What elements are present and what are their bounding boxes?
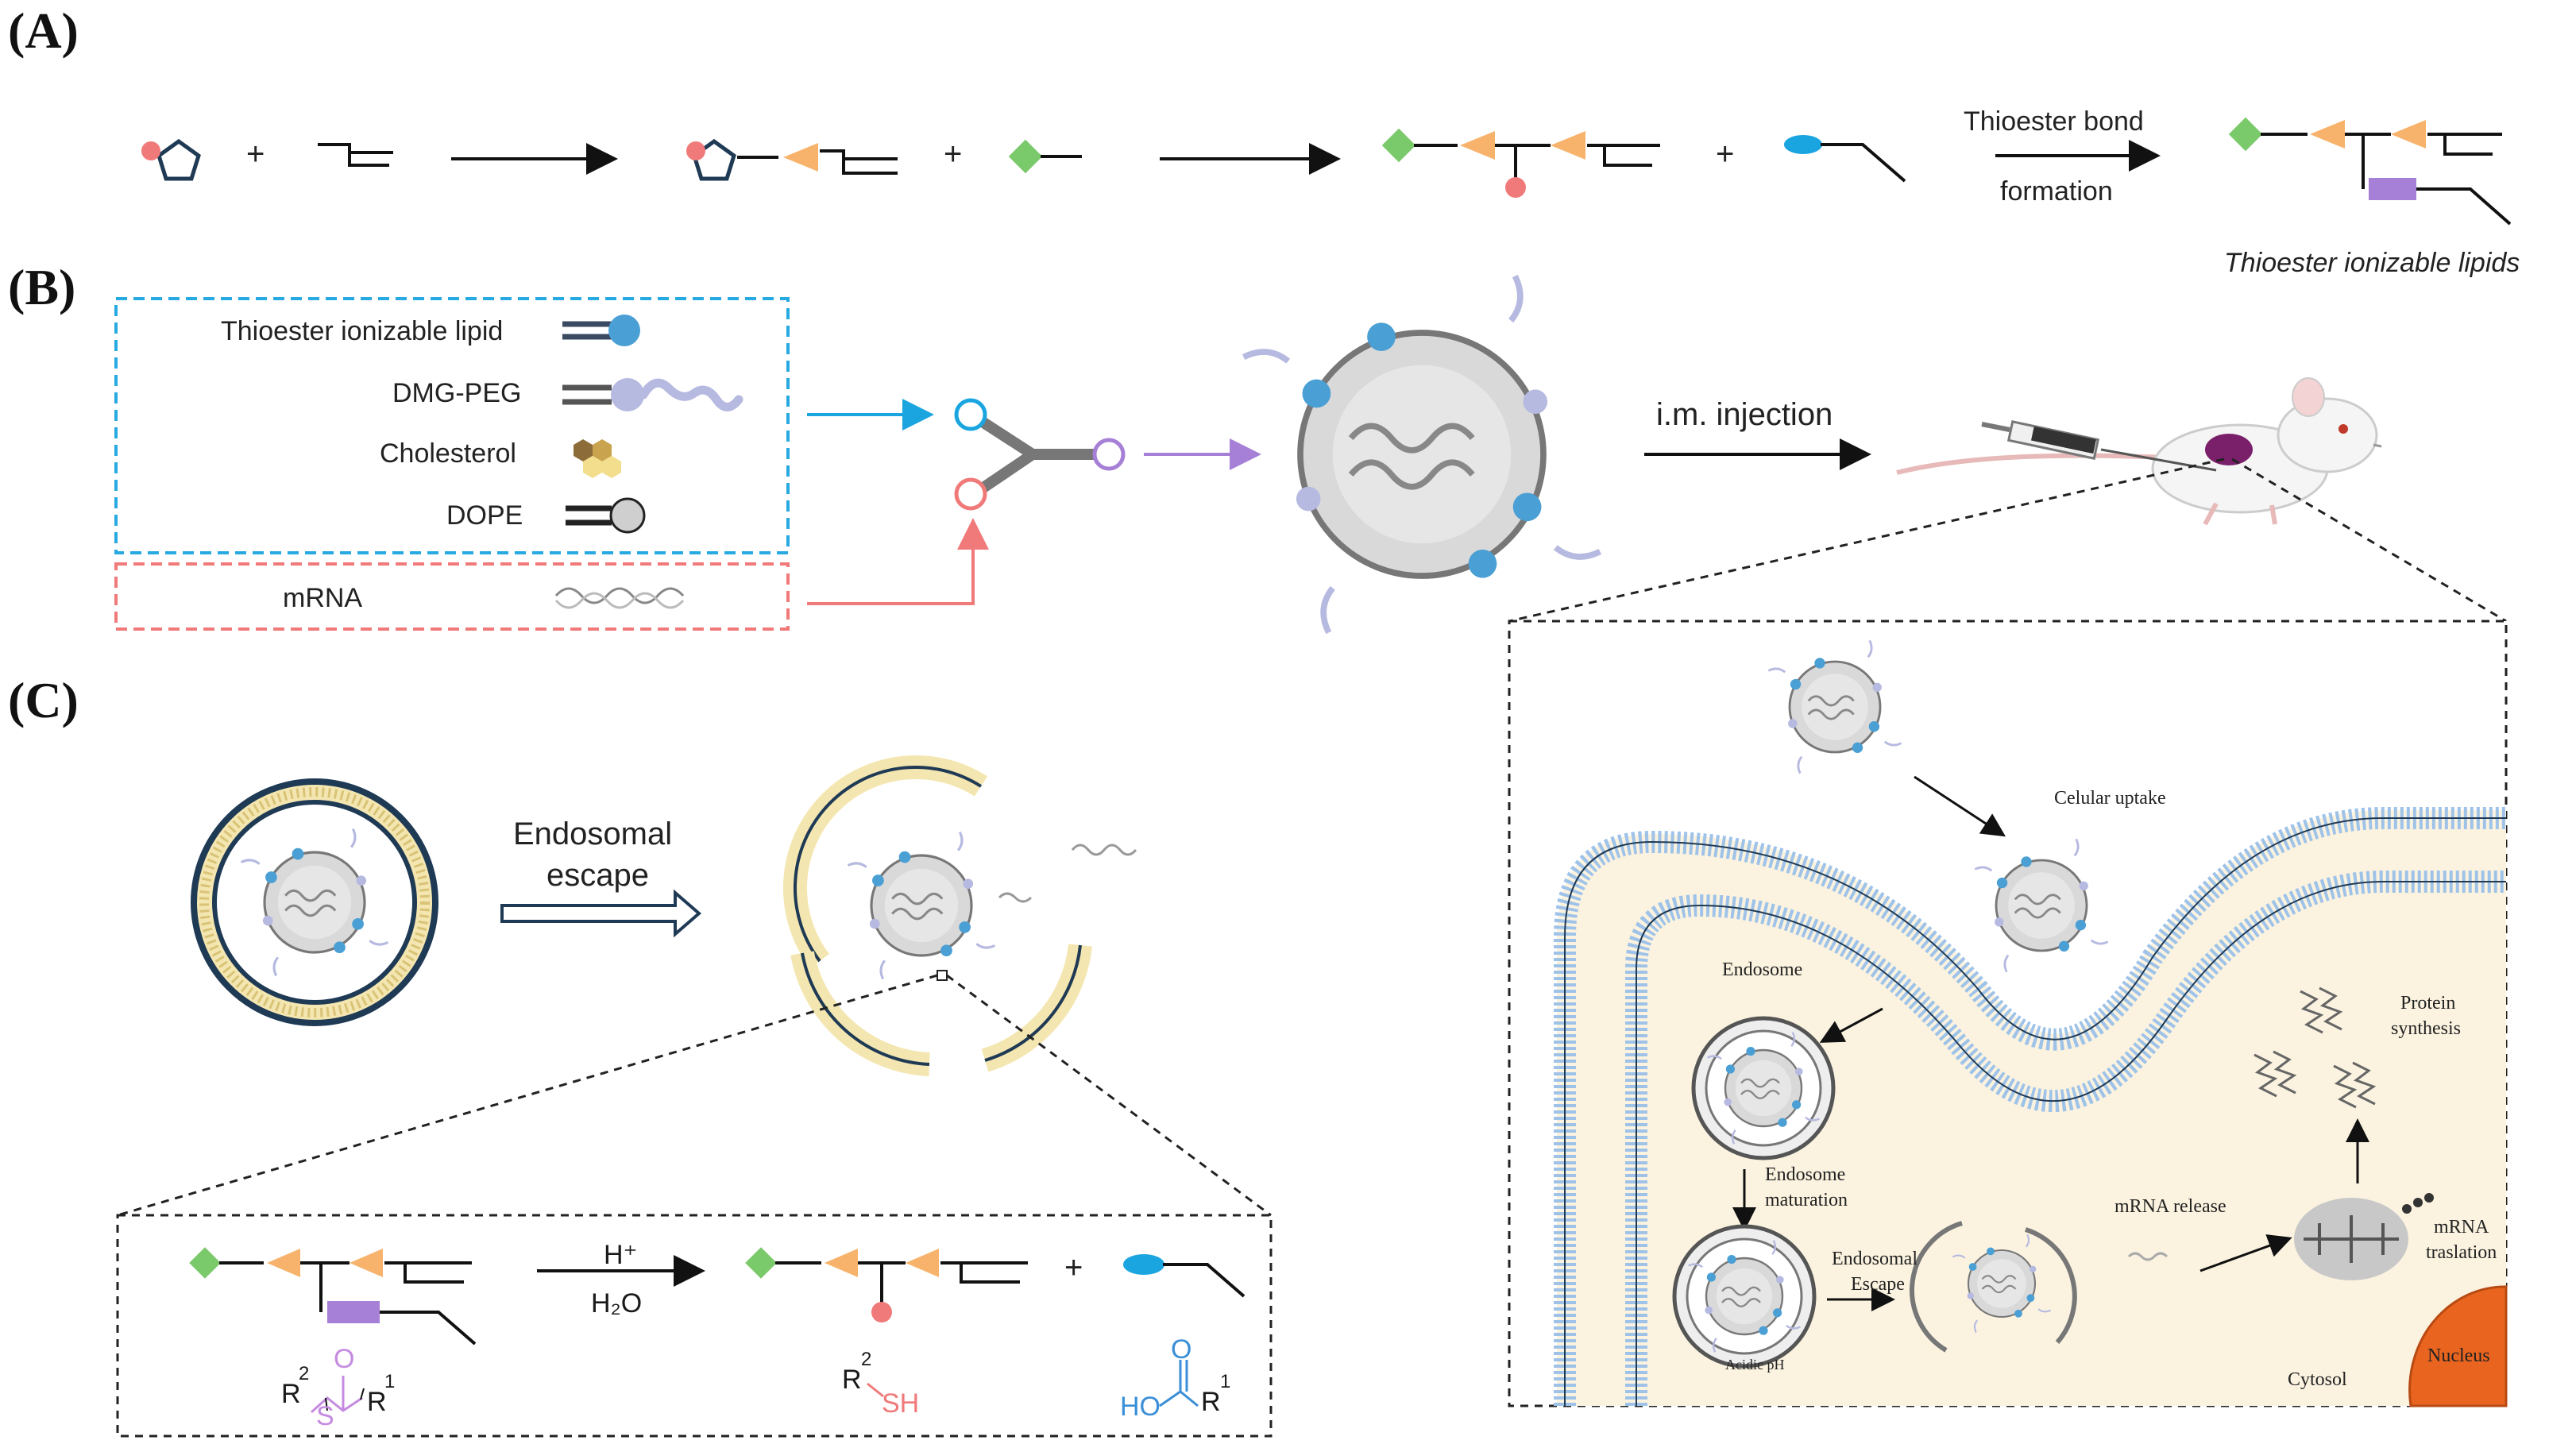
dope-lipid-icon <box>566 497 646 534</box>
plus-sign: + <box>246 137 265 172</box>
cell-uptake-panel <box>1508 620 2508 1407</box>
plus-sign: + <box>944 137 963 172</box>
panel-c-endosomal-escape <box>116 755 1273 1438</box>
nucleus-label: Nucleus <box>2427 1346 2490 1366</box>
mrna-label: mRNA <box>283 583 363 613</box>
cholesterol-icon <box>574 439 621 478</box>
product-caption: Thioester ionizable lipids <box>2224 248 2520 278</box>
component-label-cholesterol: Cholesterol <box>380 438 516 469</box>
thioester-oxygen: O <box>334 1344 355 1374</box>
plus-sign: + <box>1064 1250 1083 1285</box>
panel-b-formulation <box>114 276 2507 633</box>
panel-a-scheme <box>141 117 2512 226</box>
lnp-icon <box>1244 276 1601 633</box>
protein-label-1: Protein <box>2400 993 2456 1014</box>
uptake-label: Celular uptake <box>2054 788 2166 809</box>
component-label-peg: DMG-PEG <box>392 378 522 408</box>
escape-label-line2: escape <box>546 858 649 893</box>
reagent-h-plus: H⁺ <box>604 1240 638 1270</box>
panel-label-b: (B) <box>8 259 76 315</box>
thiol-r: R <box>842 1365 862 1395</box>
thioester-r1-sup: 1 <box>384 1371 396 1392</box>
acid-sup: 1 <box>1220 1371 1231 1392</box>
mouse-icon <box>1896 377 2382 526</box>
thioester-r1: R <box>367 1387 387 1417</box>
microfluidic-mixer-icon <box>954 398 1126 511</box>
acid-oxygen: O <box>1171 1334 1192 1365</box>
release-label: mRNA release <box>2114 1196 2226 1217</box>
peg-lipid-icon <box>562 378 743 411</box>
protein-label-2: synthesis <box>2391 1018 2462 1039</box>
escape-label-1: Endosomal <box>1832 1249 1918 1269</box>
component-label-ionizable: Thioester ionizable lipid <box>221 316 504 346</box>
escape-label-line1: Endosomal <box>513 817 673 851</box>
panel-label-c: (C) <box>8 672 79 728</box>
mrna-icon <box>554 587 685 609</box>
injection-label: i.m. injection <box>1656 397 1833 432</box>
cytosol-label: Cytosol <box>2288 1369 2347 1390</box>
acid-ho: HO <box>1120 1392 1161 1422</box>
maturation-label-1: Endosome <box>1765 1164 1846 1185</box>
component-label-dope: DOPE <box>446 500 523 531</box>
reagent-water: H₂O <box>591 1288 643 1319</box>
ionizable-lipid-icon <box>562 315 640 346</box>
translation-label-1: mRNA <box>2434 1217 2489 1237</box>
thioester-r2: R <box>281 1379 301 1409</box>
endosome-label: Endosome <box>1722 959 1803 980</box>
acidic-ph-label: Acidic pH <box>1725 1357 1785 1373</box>
reaction-label-bond: Thioester bond <box>1964 106 2144 137</box>
thiol-sup: 2 <box>861 1349 872 1370</box>
thioester-sulfur: S <box>316 1401 334 1431</box>
panel-label-a: (A) <box>8 2 79 59</box>
maturation-label-2: maturation <box>1765 1190 1848 1210</box>
thiol-sh: SH <box>882 1388 920 1419</box>
thioester-r2-sup: 2 <box>299 1363 310 1384</box>
plus-sign: + <box>1716 137 1735 172</box>
translation-label-2: traslation <box>2426 1242 2497 1263</box>
acid-r: R <box>1201 1387 1221 1417</box>
escape-label-2: Escape <box>1851 1274 1905 1295</box>
reaction-label-formation: formation <box>2000 176 2113 207</box>
